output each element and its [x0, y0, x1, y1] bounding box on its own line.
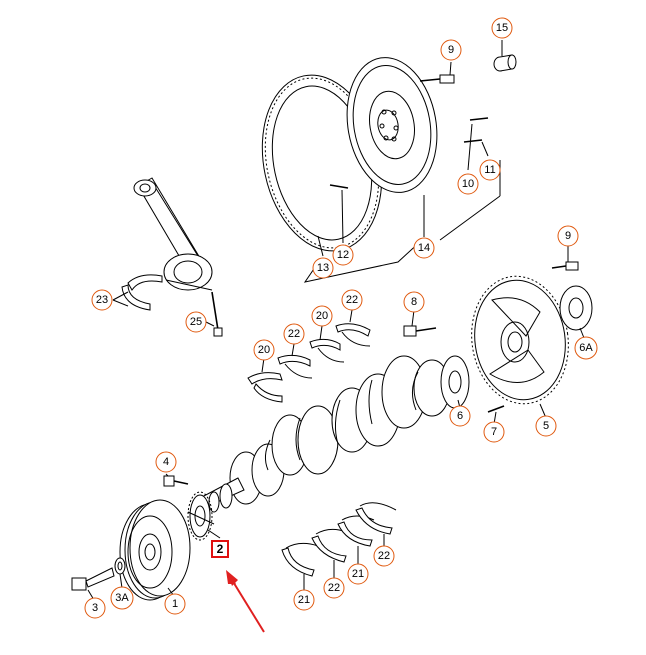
upper-bearing-shells — [247, 309, 371, 403]
flywheel-assembly — [261, 40, 517, 283]
pilot-bushing — [493, 54, 517, 72]
callout-8[interactable]: 8 — [403, 291, 425, 313]
svg-text:5: 5 — [543, 420, 549, 432]
callout-22[interactable]: 22 — [283, 323, 305, 345]
callout-15[interactable]: 15 — [491, 17, 513, 39]
drive-plate-assembly — [403, 244, 593, 425]
svg-text:15: 15 — [496, 22, 508, 34]
callout-21[interactable]: 21 — [293, 589, 315, 611]
svg-text:25: 25 — [190, 316, 202, 328]
dowel-pin — [329, 184, 349, 189]
callout-22[interactable]: 22 — [373, 545, 395, 567]
svg-text:3A: 3A — [115, 592, 129, 604]
callout-10[interactable]: 10 — [457, 173, 479, 195]
svg-text:6: 6 — [457, 410, 463, 422]
callout-13[interactable]: 13 — [312, 257, 334, 279]
pulley-bolt — [71, 577, 87, 591]
callout-7[interactable]: 7 — [483, 421, 505, 443]
svg-text:22: 22 — [346, 294, 358, 306]
callout-22[interactable]: 22 — [341, 289, 363, 311]
dowel-11 — [463, 139, 483, 143]
callout-6[interactable]: 6 — [449, 405, 471, 427]
callout-22[interactable]: 22 — [323, 577, 345, 599]
svg-text:1: 1 — [172, 598, 178, 610]
svg-text:22: 22 — [288, 328, 300, 340]
callout-12[interactable]: 12 — [332, 244, 354, 266]
svg-text:21: 21 — [298, 594, 310, 606]
lower-bearing-shells — [281, 502, 397, 590]
callout-2-selected[interactable]: 2 — [211, 540, 229, 558]
callout-21[interactable]: 21 — [347, 563, 369, 585]
callout-23[interactable]: 23 — [91, 289, 113, 311]
dowel-10 — [469, 117, 489, 121]
callout-20[interactable]: 20 — [253, 339, 275, 361]
svg-text:9: 9 — [448, 44, 454, 56]
svg-text:22: 22 — [328, 582, 340, 594]
callout-9[interactable]: 9 — [557, 225, 579, 247]
front-pulley-assembly — [71, 473, 221, 601]
svg-text:11: 11 — [484, 164, 495, 176]
callout-14[interactable]: 14 — [413, 237, 435, 259]
crankshaft — [199, 355, 451, 513]
rod-bearing-shell-b — [127, 274, 163, 291]
flywheel-leaders — [303, 40, 503, 283]
callout-25[interactable]: 25 — [185, 311, 207, 333]
svg-text:6A: 6A — [579, 342, 593, 354]
svg-text:3: 3 — [92, 602, 98, 614]
callout-4[interactable]: 4 — [155, 451, 177, 473]
callout-3[interactable]: 3 — [84, 597, 106, 619]
svg-text:20: 20 — [258, 344, 270, 356]
flywheel-bolt — [419, 74, 455, 84]
flywheel-disc — [346, 57, 438, 193]
svg-text:2: 2 — [217, 542, 224, 556]
callout-11[interactable]: 11 — [479, 159, 501, 181]
callout-1[interactable]: 1 — [164, 593, 186, 615]
callout-20[interactable]: 20 — [311, 305, 333, 327]
svg-text:9: 9 — [565, 230, 571, 242]
connecting-rod-assembly — [112, 177, 223, 337]
svg-text:14: 14 — [418, 242, 430, 254]
callout-9[interactable]: 9 — [440, 39, 462, 61]
svg-text:13: 13 — [317, 262, 329, 274]
rod-bearing-shell-a — [121, 284, 151, 311]
callouts: 9 15 10 11 12 13 14 23 25 22 20 22 20 8 … — [84, 17, 598, 619]
svg-text:20: 20 — [316, 310, 328, 322]
timing-gear — [187, 491, 213, 541]
svg-text:7: 7 — [491, 426, 497, 438]
pointer-arrow — [226, 570, 265, 633]
callout-5[interactable]: 5 — [535, 415, 557, 437]
svg-text:12: 12 — [337, 249, 349, 261]
callout-6a[interactable]: 6A — [574, 336, 598, 360]
svg-text:8: 8 — [411, 296, 417, 308]
rod-bolt — [211, 291, 219, 331]
svg-text:22: 22 — [378, 550, 390, 562]
svg-text:21: 21 — [352, 568, 364, 580]
callout-3a[interactable]: 3A — [110, 586, 134, 610]
svg-text:23: 23 — [96, 294, 108, 306]
svg-text:4: 4 — [163, 456, 169, 468]
svg-text:10: 10 — [462, 178, 474, 190]
